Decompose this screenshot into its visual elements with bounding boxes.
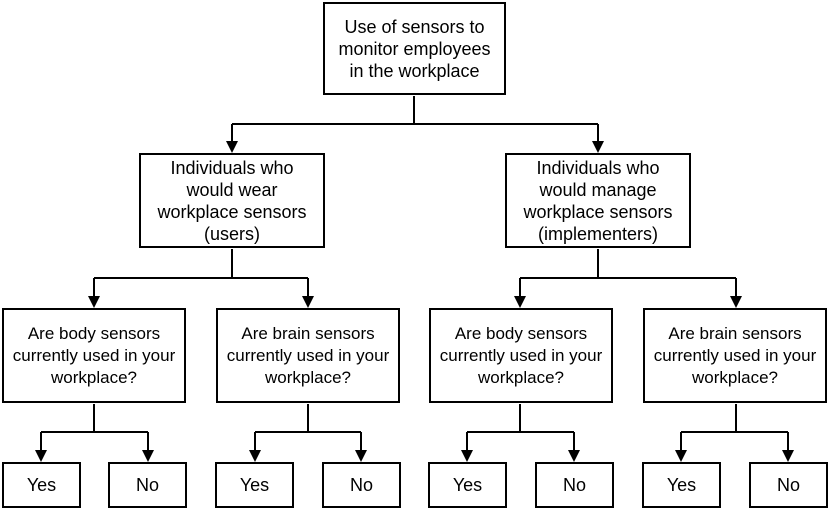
arrowhead <box>461 450 473 462</box>
arrowhead <box>355 450 367 462</box>
root-node: Use of sensors to monitor employees in t… <box>323 2 506 95</box>
answer-node-yes: Yes <box>642 462 721 508</box>
group-node-users: Individuals who would wear workplace sen… <box>139 153 325 248</box>
arrowhead <box>782 450 794 462</box>
question-node-users-brain: Are brain sensors currently used in your… <box>216 308 400 403</box>
arrowhead <box>249 450 261 462</box>
arrowhead <box>302 296 314 308</box>
arrowhead <box>675 450 687 462</box>
arrowhead <box>226 141 238 153</box>
arrowhead <box>730 296 742 308</box>
arrowhead <box>514 296 526 308</box>
answer-node-yes: Yes <box>215 462 294 508</box>
answer-node-yes: Yes <box>2 462 81 508</box>
question-node-users-body: Are body sensors currently used in your … <box>2 308 186 403</box>
arrowhead <box>592 141 604 153</box>
answer-node-no: No <box>749 462 828 508</box>
answer-node-no: No <box>535 462 614 508</box>
answer-node-yes: Yes <box>428 462 507 508</box>
arrowhead <box>142 450 154 462</box>
arrowhead <box>35 450 47 462</box>
question-node-implementers-body: Are body sensors currently used in your … <box>429 308 613 403</box>
arrowhead <box>88 296 100 308</box>
group-node-implementers: Individuals who would manage workplace s… <box>505 153 691 248</box>
answer-node-no: No <box>108 462 187 508</box>
question-node-implementers-brain: Are brain sensors currently used in your… <box>643 308 827 403</box>
answer-node-no: No <box>322 462 401 508</box>
arrowhead <box>568 450 580 462</box>
